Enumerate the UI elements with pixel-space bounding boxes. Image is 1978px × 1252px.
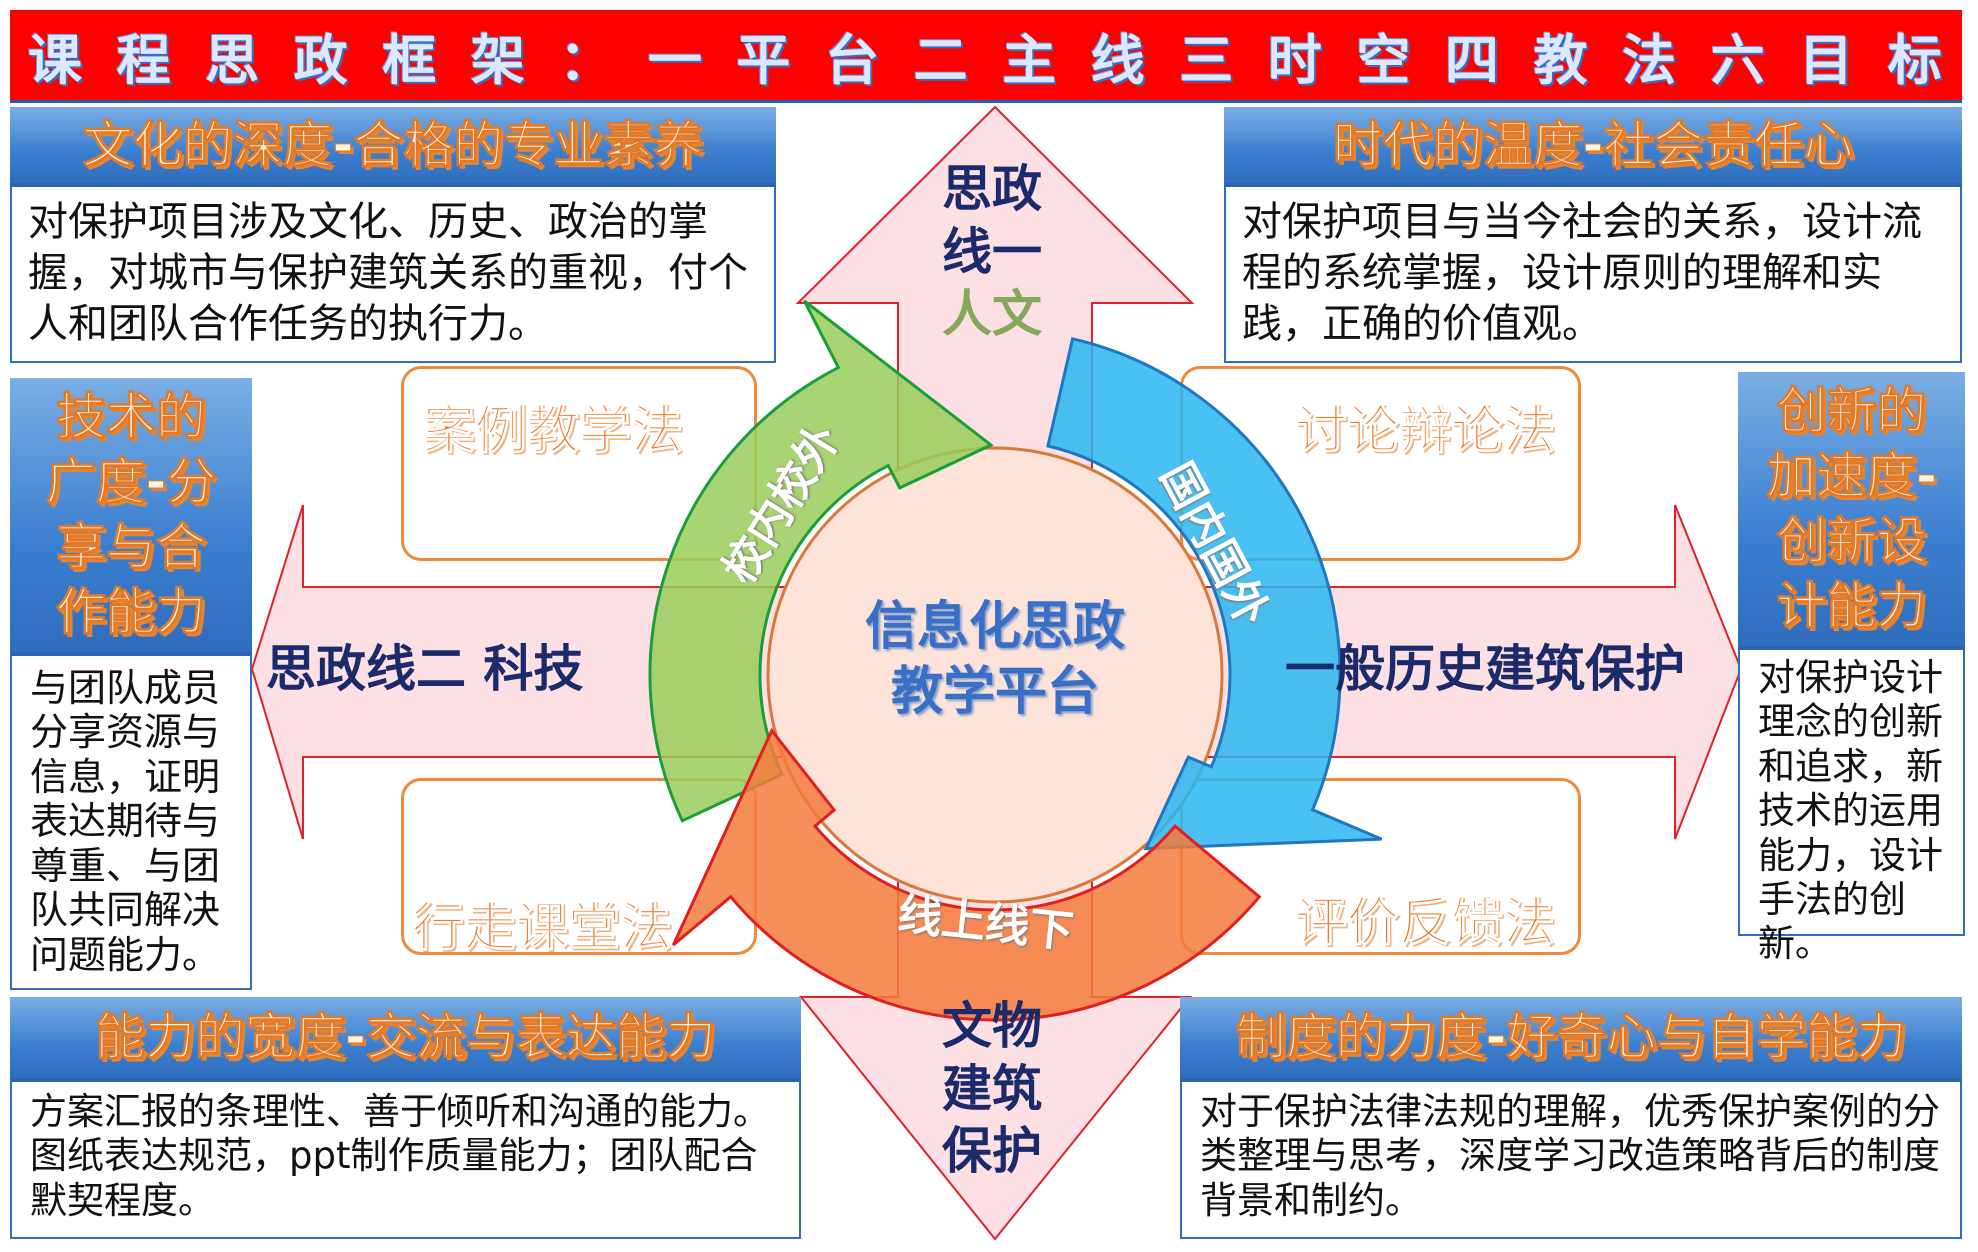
cycle-arrow-orange [671, 727, 1262, 1022]
goal-ability-body: 方案汇报的条理性、善于倾听和沟通的能力。图纸表达规范，ppt制作质量能力；团队配… [10, 1082, 801, 1239]
line-two-label: 思政线二 科技 [266, 640, 584, 698]
goal-era-body: 对保护项目与当今社会的关系，设计流程的系统掌握，设计原则的理解和实践，正确的价值… [1224, 187, 1962, 363]
goal-era-header: 时代的温度-社会责任心 [1224, 107, 1962, 187]
title-char: 目 [1799, 28, 1856, 92]
platform-line-1: 信息化思政 [864, 597, 1125, 657]
goal-innovation-title: 创新的加速度-创新设计能力 [1766, 382, 1938, 636]
heritage-text-3: 保护 [942, 1122, 1042, 1180]
title-char: 政 [293, 28, 350, 92]
goal-era-title: 时代的温度-社会责任心 [1332, 115, 1854, 174]
title-char: 一 [647, 28, 704, 92]
title-char: ： [559, 28, 616, 92]
method-debate-label: 讨论辩论法 [1294, 401, 1556, 462]
heritage-text-1: 文物 [942, 997, 1042, 1055]
title-char: 教 [1533, 28, 1590, 92]
title-char: 线 [1090, 28, 1147, 92]
goal-ability-title: 能力的宽度-交流与表达能力 [95, 1008, 717, 1067]
title-char: 平 [736, 28, 793, 92]
title-char: 空 [1356, 28, 1413, 92]
title-char: 标 [1887, 28, 1944, 92]
heritage-text-2: 建筑 [942, 1059, 1042, 1118]
cycle-arrow-blue [1046, 336, 1383, 851]
goal-system-title: 制度的力度-好奇心与自学能力 [1235, 1008, 1907, 1067]
line-one-text-2: 线一 [942, 222, 1042, 281]
goal-system-header: 制度的力度-好奇心与自学能力 [1180, 997, 1962, 1082]
method-feedback-label: 评价反馈法 [1294, 893, 1556, 954]
title-char: 时 [1267, 28, 1324, 92]
history-building-label: 一般历史建筑保护 [1285, 640, 1685, 698]
title-char: 程 [116, 28, 173, 92]
method-case-label: 案例教学法 [422, 401, 684, 462]
title-char: 三 [1179, 28, 1236, 92]
title-char: 二 [913, 28, 970, 92]
title-char: 架 [470, 28, 527, 92]
platform-line-2: 教学平台 [890, 662, 1099, 722]
goal-ability-header: 能力的宽度-交流与表达能力 [10, 997, 801, 1082]
title-char: 四 [1445, 28, 1501, 92]
line-one-label: 思政 线一 人文 [942, 158, 1042, 346]
cycle-arrow-green [648, 299, 994, 823]
platform-circle [766, 446, 1224, 904]
title-char: 思 [205, 28, 262, 92]
title-char: 六 [1710, 28, 1767, 92]
title-bar: 课程思政框架 ： 一平台二主线三时空四教法六目标 [10, 10, 1962, 103]
goal-innovation-header: 创新的加速度-创新设计能力 [1738, 372, 1965, 650]
method-walk-label: 行走课堂法 [411, 898, 673, 959]
line-one-text-3: 人文 [942, 285, 1042, 343]
goal-culture-title: 文化的深度-合格的专业素养 [82, 115, 704, 174]
title-char: 主 [1002, 28, 1059, 92]
goal-tech-title: 技术的广度-分享与合作能力 [45, 388, 217, 642]
goal-culture-body: 对保护项目涉及文化、历史、政治的掌握，对城市与保护建筑关系的重视，付个人和团队合… [10, 187, 776, 363]
platform-label: 信息化思政 教学平台 [845, 595, 1145, 725]
title-char: 框 [382, 28, 439, 92]
title-char: 法 [1622, 28, 1679, 92]
goal-system-body: 对于保护法律法规的理解，优秀保护案例的分类整理与思考，深度学习改造策略背后的制度… [1180, 1082, 1962, 1239]
goal-tech-body: 与团队成员分享资源与信息，证明表达期待与尊重、与团队共同解决问题能力。 [10, 656, 252, 990]
title-char: 台 [825, 28, 882, 92]
goal-tech-header: 技术的广度-分享与合作能力 [10, 378, 252, 656]
goal-culture-header: 文化的深度-合格的专业素养 [10, 107, 776, 187]
title-char: 课 [28, 28, 84, 92]
heritage-building-label: 文物 建筑 保护 [942, 995, 1042, 1183]
line-one-text-1: 思政 [942, 160, 1042, 218]
goal-innovation-body: 对保护设计理念的创新和追求，新技术的运用能力，设计手法的创新。 [1738, 650, 1965, 965]
